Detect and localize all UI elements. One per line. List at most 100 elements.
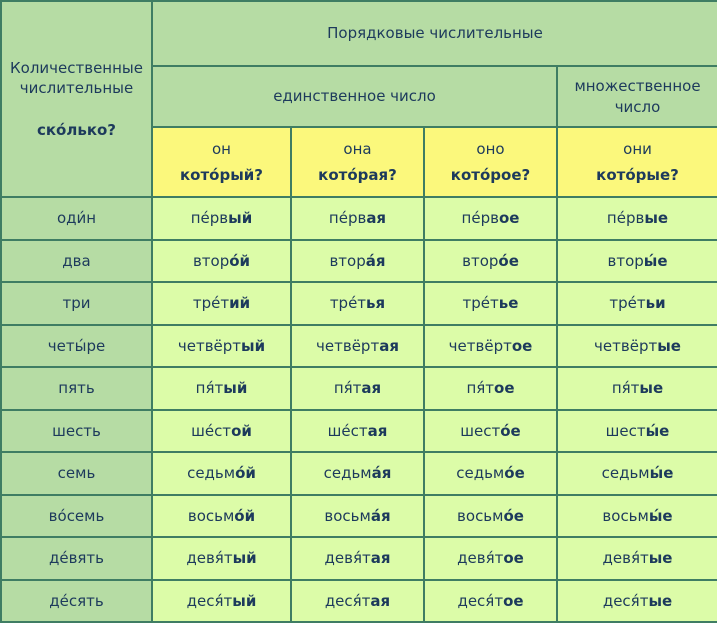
- ordinal-ending: ой: [231, 421, 252, 440]
- ordinal-word: седьмы́е: [602, 464, 674, 482]
- ordinal-title: Порядковые числительные: [327, 24, 543, 43]
- ordinal-word: шéстая: [328, 422, 388, 440]
- ordinal-stem: деся́т: [602, 591, 649, 610]
- ordinal-cell: девя́тое: [423, 536, 558, 581]
- cardinal-cell: дéвять: [0, 536, 153, 581]
- singular-title: единственное число: [273, 87, 436, 106]
- ordinal-ending: ая: [370, 549, 391, 568]
- ordinal-word: пя́тый: [196, 379, 248, 397]
- ordinal-stem: шéст: [191, 421, 232, 440]
- cardinal-cell: пять: [0, 366, 153, 411]
- ordinal-word: четвёртый: [178, 337, 265, 355]
- ordinal-cell: девя́тые: [555, 536, 717, 581]
- ordinal-ending: áя: [371, 464, 392, 483]
- ordinal-cell: пéрвая: [290, 196, 425, 241]
- question-ending: ые?: [646, 166, 679, 184]
- ordinal-cell: шéстой: [151, 408, 292, 453]
- cardinal-cell: три: [0, 281, 153, 326]
- ordinal-header-cell: Порядковые числительные: [150, 0, 717, 67]
- cardinal-numeral: пять: [58, 379, 95, 398]
- ordinal-ending: ая: [366, 209, 387, 228]
- cardinal-cell: дéсять: [0, 578, 153, 623]
- pronoun-label: они: [623, 139, 652, 158]
- question-stem: котóр: [318, 166, 369, 184]
- ordinal-cell: трéтий: [151, 281, 292, 326]
- ordinal-stem: девя́т: [186, 549, 233, 568]
- ordinal-cell: вторóй: [151, 238, 292, 283]
- ordinal-ending: ы́е: [648, 506, 673, 525]
- ordinal-ending: óе: [500, 421, 521, 440]
- ordinal-word: пя́тые: [612, 379, 663, 397]
- ordinal-cell: девя́тая: [290, 536, 425, 581]
- ordinal-stem: четвёрт: [316, 336, 380, 355]
- ordinal-stem: восьм: [324, 506, 371, 525]
- ordinal-cell: пя́тая: [290, 366, 425, 411]
- ordinal-ending: ый: [232, 591, 257, 610]
- question-ending: ая?: [368, 166, 397, 184]
- ordinal-stem: четвёрт: [594, 336, 658, 355]
- ordinal-cell: пéрвые: [555, 196, 717, 241]
- question-ending: ый?: [230, 166, 263, 184]
- ordinal-stem: девя́т: [457, 549, 504, 568]
- ordinal-cell: деся́тая: [290, 578, 425, 623]
- ordinal-stem: деся́т: [457, 591, 504, 610]
- ordinal-cell: восьмы́е: [555, 493, 717, 538]
- ordinal-word: трéтье: [463, 294, 519, 312]
- ordinal-ending: ый: [228, 209, 253, 228]
- ordinal-cell: восьмóй: [151, 493, 292, 538]
- ordinal-stem: трéт: [462, 294, 499, 313]
- cardinal-cell: оди́н: [0, 196, 153, 241]
- question-stem: котóр: [179, 166, 231, 184]
- ordinal-cell: шесты́е: [555, 408, 717, 453]
- ordinal-ending: ая: [367, 421, 388, 440]
- cardinal-cell: вóсемь: [0, 493, 153, 538]
- plural-header-cell: множественное число: [555, 65, 717, 128]
- ordinal-ending: ые: [648, 549, 673, 568]
- ordinal-word: восьмóе: [457, 507, 524, 525]
- ordinal-ending: ое: [503, 549, 524, 568]
- ordinal-word: пéрвый: [191, 209, 252, 227]
- ordinal-ending: ые: [639, 379, 664, 398]
- ordinal-stem: пéрв: [461, 209, 499, 228]
- ordinal-cell: деся́тые: [555, 578, 717, 623]
- ordinal-word: деся́тые: [603, 592, 672, 610]
- singular-header-cell: единственное число: [151, 65, 558, 128]
- ordinal-cell: шестóе: [423, 408, 558, 453]
- ordinal-ending: ье: [498, 294, 519, 313]
- ordinal-ending: ое: [494, 379, 515, 398]
- ordinal-cell: четвёртое: [423, 323, 558, 368]
- cardinal-numeral: два: [62, 251, 91, 270]
- ordinal-ending: ый: [241, 336, 266, 355]
- ordinal-word: вторáя: [329, 252, 385, 270]
- ordinal-word: вторóе: [462, 252, 519, 270]
- ordinal-stem: седьм: [187, 464, 236, 483]
- ordinal-stem: шест: [605, 421, 646, 440]
- cardinal-cell: семь: [0, 451, 153, 496]
- ordinal-word: пéрвое: [462, 209, 520, 227]
- ordinal-ending: óе: [503, 506, 524, 525]
- ordinal-stem: девя́т: [324, 549, 371, 568]
- ordinal-cell: четвёртая: [290, 323, 425, 368]
- cardinal-cell: два: [0, 238, 153, 283]
- ordinal-word: девя́тые: [603, 549, 673, 567]
- ordinal-ending: ые: [648, 591, 673, 610]
- ordinal-word: деся́тая: [325, 592, 390, 610]
- ordinal-word: деся́тое: [457, 592, 523, 610]
- ordinal-ending: ая: [379, 336, 399, 355]
- ordinal-ending: óе: [498, 251, 519, 270]
- ordinal-cell: деся́тый: [151, 578, 292, 623]
- ordinal-word: пя́тая: [334, 379, 381, 397]
- ordinal-stem: трéт: [609, 294, 646, 313]
- ordinal-ending: ое: [511, 336, 533, 355]
- ordinal-stem: втор: [462, 251, 499, 270]
- cardinal-numeral: дéвять: [48, 549, 105, 568]
- cardinal-cell: четы́ре: [0, 323, 153, 368]
- cardinal-question: скóлько?: [36, 121, 117, 140]
- ordinal-stem: седьм: [323, 464, 372, 483]
